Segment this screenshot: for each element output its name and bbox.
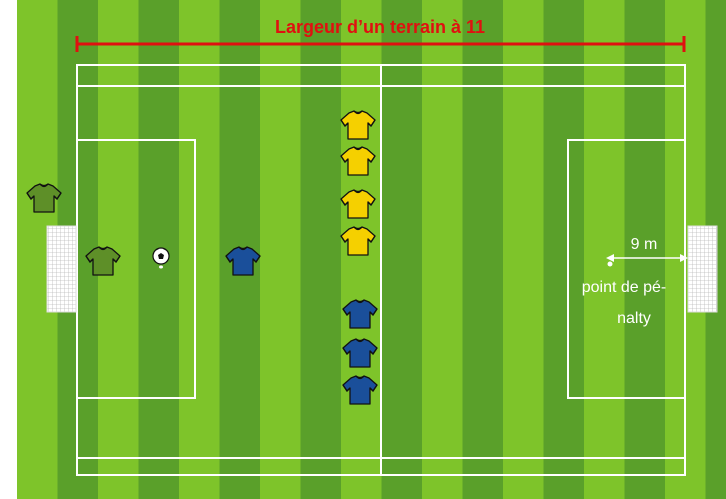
diagram-title: Largeur d’un terrain à 11 [275, 17, 485, 37]
grass-stripe [503, 0, 544, 499]
grass-stripe [584, 0, 625, 499]
grass-stripe [179, 0, 220, 499]
grass-stripe [463, 0, 504, 499]
penalty-label-line1: point de pé- [582, 279, 667, 296]
grass-stripe [422, 0, 463, 499]
grass-stripe [544, 0, 585, 499]
grass-stripe [382, 0, 423, 499]
left-goal-net [47, 226, 76, 312]
distance-label: 9 m [631, 236, 658, 253]
grass-stripe [301, 0, 342, 499]
grass-stripe [260, 0, 301, 499]
right-goal-net [688, 226, 717, 312]
penalty-label-line2: nalty [617, 310, 651, 327]
grass-stripes [17, 0, 726, 499]
penalty-spot [608, 262, 613, 267]
